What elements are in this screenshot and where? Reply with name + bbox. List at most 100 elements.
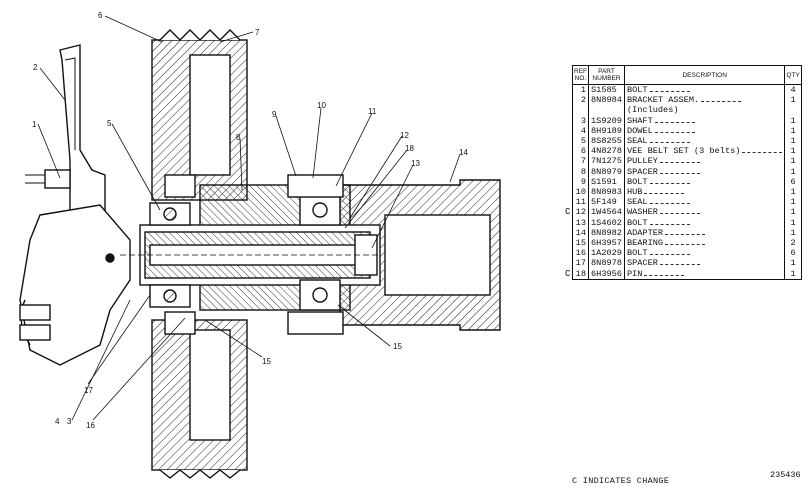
ref-text: 17 (575, 258, 586, 269)
qty-text: 1 (790, 197, 796, 208)
desc-text: BOLT (626, 248, 648, 259)
cell-part: 1A2029 (588, 248, 625, 259)
desc-text: BRACKET ASSEM. (626, 95, 700, 106)
callout-5: 5 (107, 119, 112, 128)
desc-text: SEAL (626, 136, 648, 147)
cell-ref: 15 (572, 238, 589, 249)
cell-ref: 12 (572, 207, 589, 218)
cell-desc: BOLT (624, 217, 786, 228)
cell-part: 8N8983 (588, 187, 625, 198)
callout-18: 18 (405, 144, 414, 153)
cell-desc: SEAL (624, 136, 786, 147)
ref-text: 12 (575, 207, 586, 218)
table-header-row: REF NO. PART NUMBER DESCRIPTION QTY (572, 65, 802, 85)
callout-6: 6 (98, 11, 103, 20)
desc-text: PIN (626, 268, 643, 279)
cell-part: 8N8979 (588, 166, 625, 177)
table-row: (Includes) (572, 105, 802, 116)
qty-text: 1 (790, 217, 796, 228)
cell-qty: 1 (784, 197, 802, 208)
part-text: 8H9189 (591, 125, 622, 136)
cell-part: 5F149 (588, 197, 625, 208)
dotted-leader (649, 254, 690, 256)
cell-qty: 6 (784, 248, 802, 259)
cell-qty: 2 (784, 238, 802, 249)
qty-text: 6 (790, 176, 796, 187)
callout-9: 9 (272, 110, 277, 119)
cell-qty: 1 (784, 217, 802, 228)
dotted-leader (665, 233, 706, 235)
part-text: 8N8982 (591, 227, 622, 238)
cell-desc: SPACER (624, 166, 786, 177)
cell-qty: 1 (784, 136, 802, 147)
desc-text: HUB (626, 187, 643, 198)
cell-qty: 1 (784, 125, 802, 137)
part-text: 8S8255 (591, 136, 622, 147)
cell-ref (572, 105, 589, 116)
cell-part: 6H3957 (588, 238, 625, 249)
part-text: 1S9209 (591, 115, 622, 126)
cell-desc: ADAPTER (624, 227, 786, 239)
ref-text: 2 (580, 95, 586, 106)
ref-text: 8 (580, 166, 586, 177)
callout-15-left: 15 (262, 357, 271, 366)
ref-text: 6 (580, 146, 586, 157)
cell-desc: BOLT (624, 248, 786, 259)
dotted-leader (644, 274, 685, 276)
dotted-leader (659, 264, 700, 266)
dotted-leader (649, 91, 690, 92)
callout-8: 8 (236, 133, 241, 142)
callout-16: 16 (86, 421, 95, 430)
parts-list-table: REF NO. PART NUMBER DESCRIPTION QTY 1 S15… (572, 65, 802, 280)
cell-ref: 5 (572, 136, 589, 147)
part-text: 8N8978 (591, 258, 622, 269)
ref-text: 1 (580, 85, 586, 95)
part-text: S1585 (591, 85, 617, 95)
qty-text: 1 (790, 227, 796, 238)
dotted-leader (654, 121, 695, 123)
cell-qty: 1 (784, 156, 802, 167)
cell-part: 8N8982 (588, 227, 625, 239)
cell-ref: 9 (572, 176, 589, 188)
qty-text: 1 (790, 136, 796, 147)
callout-3: 3 (67, 417, 72, 426)
desc-text: SPACER (626, 258, 658, 269)
part-text: 5F149 (591, 197, 617, 208)
dotted-leader (649, 142, 690, 144)
cell-ref: 17 (572, 258, 589, 269)
callout-7: 7 (255, 28, 260, 37)
qty-text: 1 (790, 156, 796, 167)
cell-desc: BOLT (624, 84, 786, 96)
ref-text: 9 (580, 176, 586, 187)
callout-2: 2 (33, 63, 38, 72)
desc-text: SEAL (626, 197, 648, 208)
fan-drive-cross-section-drawing: 6 7 2 1 5 8 10 9 11 12 18 13 14 17 16 4 … (19, 11, 501, 479)
dotted-leader (649, 203, 690, 205)
part-text: 8N8984 (591, 95, 622, 106)
cell-qty: 6 (784, 176, 802, 188)
table-row: 11 5F149 SEAL 1 (572, 197, 802, 208)
cell-ref: 13 (572, 217, 589, 228)
cell-ref: 2 (572, 95, 589, 106)
cell-qty (784, 105, 802, 116)
cell-ref: 18 (572, 268, 589, 280)
qty-text: 1 (790, 258, 796, 269)
cell-desc: SPACER (624, 258, 786, 269)
cell-qty: 1 (784, 115, 802, 126)
qty-text: 1 (790, 166, 796, 177)
qty-text: 1 (790, 207, 796, 218)
bolt-bottom-right (287, 311, 344, 335)
cell-qty: 4 (784, 84, 802, 96)
callout-10: 10 (317, 101, 326, 110)
cell-desc: PULLEY (624, 156, 786, 167)
ref-text: 11 (575, 197, 586, 208)
cell-qty: 1 (784, 258, 802, 269)
part-text: 1S4602 (591, 217, 622, 228)
